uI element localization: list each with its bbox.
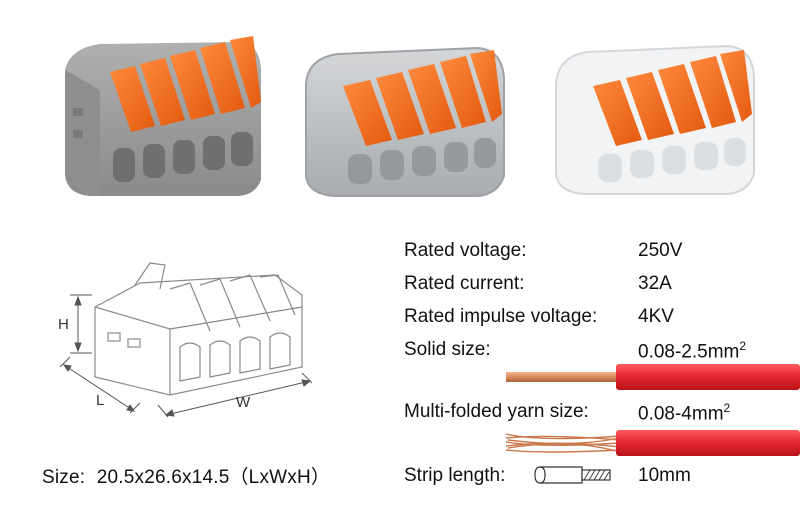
spec-label-rated-voltage: Rated voltage: bbox=[404, 240, 527, 261]
spec-value-strip-length: 10mm bbox=[638, 465, 691, 486]
spec-label-multi-folded-size: Multi-folded yarn size: bbox=[404, 401, 589, 422]
spec-value-solid-size-text: 0.08-2.5mm bbox=[638, 341, 740, 363]
size-caption: Size: 20.5x26.6x14.5（LxWxH） bbox=[42, 462, 330, 489]
spec-value-solid-size-sup: 2 bbox=[739, 339, 747, 353]
spec-value-multi-folded-size: 0.08-4mm2 bbox=[638, 401, 730, 425]
spec-value-impulse-voltage: 4KV bbox=[638, 306, 674, 327]
spec-value-rated-voltage: 250V bbox=[638, 240, 683, 261]
dimension-diagram: H L W bbox=[58, 262, 313, 418]
orange-levers bbox=[110, 36, 261, 132]
product-photo-clear bbox=[555, 44, 755, 195]
stranded-wire-image bbox=[505, 430, 800, 456]
spec-value-multi-folded-size-text: 0.08-4mm bbox=[638, 403, 724, 425]
dimension-label-h: H bbox=[58, 316, 69, 333]
product-photo-grey bbox=[65, 36, 261, 196]
dimension-label-w: W bbox=[236, 394, 251, 411]
strip-length-icon bbox=[534, 466, 611, 484]
spec-value-rated-current: 32A bbox=[638, 273, 672, 294]
size-value: 20.5x26.6x14.5（LxWxH） bbox=[96, 467, 331, 488]
size-label: Size: bbox=[42, 467, 86, 488]
spec-label-strip-length: Strip length: bbox=[404, 465, 506, 486]
spec-label-rated-current: Rated current: bbox=[404, 273, 525, 294]
spec-label-solid-size: Solid size: bbox=[404, 339, 491, 360]
dimension-label-l: L bbox=[96, 392, 104, 409]
product-photo-smoke bbox=[305, 46, 505, 197]
solid-wire-image bbox=[506, 364, 800, 390]
spec-label-impulse-voltage: Rated impulse voltage: bbox=[404, 306, 598, 327]
spec-value-multi-folded-size-sup: 2 bbox=[723, 401, 731, 415]
spec-value-solid-size: 0.08-2.5mm2 bbox=[638, 339, 746, 363]
